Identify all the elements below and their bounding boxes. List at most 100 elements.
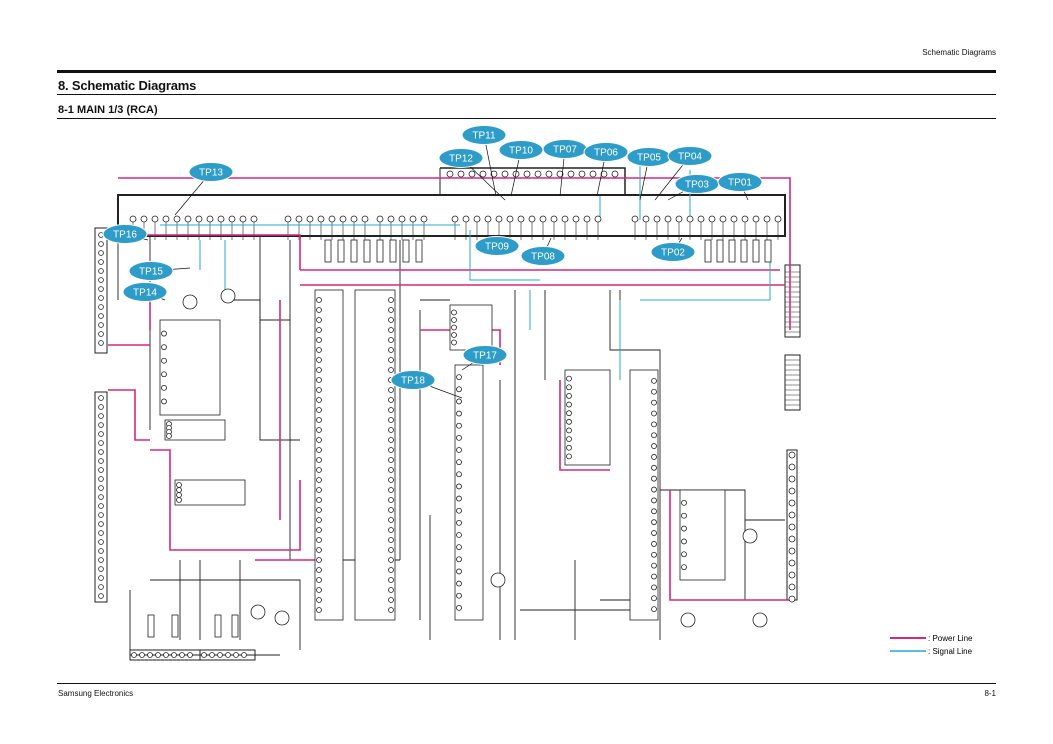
- ic-pin: [566, 410, 572, 417]
- ic-pin: [161, 357, 167, 364]
- ic-pin: [316, 577, 322, 583]
- connector-pin: [328, 215, 336, 223]
- test-point-bubble: [667, 146, 713, 166]
- ic-pin: [456, 471, 462, 478]
- ic-pin: [316, 487, 322, 493]
- ic-pin: [451, 332, 457, 338]
- ic-pin: [388, 327, 394, 333]
- connector-pin: [752, 215, 760, 223]
- ic-pin: [176, 487, 182, 493]
- resistor: [764, 239, 772, 263]
- ic-pin: [388, 587, 394, 593]
- wire-run: [499, 290, 546, 640]
- left-connector-upper: [94, 227, 108, 354]
- connector-pin: [98, 322, 104, 328]
- connector-pin: [171, 652, 177, 658]
- connector-pin: [611, 170, 619, 178]
- ic-pin: [161, 344, 167, 351]
- ic-pin: [681, 538, 687, 545]
- test-point-bubble: [390, 370, 436, 390]
- test-point-tp09: TP09: [474, 236, 520, 256]
- test-point-tp03: TP03: [667, 174, 720, 201]
- connector-pin: [98, 241, 104, 247]
- ic-pin: [388, 407, 394, 413]
- connector-pin: [550, 215, 558, 223]
- transistor: [680, 612, 696, 628]
- connector-pin: [98, 521, 104, 527]
- ic-pin: [388, 607, 394, 613]
- bottom-connector-right: [199, 649, 256, 661]
- test-point-bubble: [122, 282, 168, 302]
- connector-pin: [98, 458, 104, 464]
- test-point-bubble: [650, 242, 696, 262]
- ic-pin: [651, 497, 657, 504]
- connector-pin: [594, 215, 602, 223]
- ic-pin: [388, 547, 394, 553]
- ic-pin: [456, 447, 462, 453]
- ic-pin: [176, 482, 182, 488]
- test-point-label: TP06: [594, 148, 618, 159]
- ic-pin: [566, 393, 572, 399]
- connector-pin: [788, 487, 796, 495]
- right-connector-mid: [784, 354, 801, 411]
- ic-pin: [316, 347, 322, 353]
- test-point-label: TP10: [509, 146, 533, 157]
- test-point-tp17: TP17: [461, 345, 508, 371]
- ic-package: [629, 369, 659, 621]
- ic-package: [454, 364, 484, 621]
- ic-pin: [681, 564, 687, 571]
- connector-pin: [583, 215, 591, 223]
- test-point-tp12: TP12: [438, 148, 506, 201]
- ic-pin: [651, 410, 657, 417]
- connector-pin: [788, 463, 796, 471]
- test-point-tp14: TP14: [122, 282, 168, 302]
- connector-pin: [788, 547, 796, 555]
- connector-pin: [788, 451, 796, 459]
- connector-pin: [788, 571, 796, 579]
- connector-pin: [517, 215, 525, 223]
- wire-run: [179, 560, 241, 640]
- legend-signal-label: : Signal Line: [928, 647, 973, 656]
- ic-package: [159, 319, 221, 416]
- connector-pin: [98, 431, 104, 437]
- transistor: [250, 604, 266, 620]
- ic-pin: [456, 604, 462, 611]
- connector-pin: [179, 652, 185, 658]
- ic-pin: [651, 530, 657, 536]
- connector-pin: [741, 215, 749, 223]
- wire-run: [230, 299, 290, 360]
- connector-pin: [98, 548, 104, 554]
- connector-pin: [98, 250, 104, 256]
- test-point-bubble: [583, 142, 629, 162]
- connector-pin: [233, 652, 239, 658]
- connector-pin: [129, 215, 137, 223]
- ic-pin: [316, 507, 322, 513]
- subsection-title: 8-1 MAIN 1/3 (RCA): [58, 104, 158, 116]
- ic-pin: [316, 437, 322, 443]
- connector-pin: [239, 215, 247, 223]
- ic-pin: [651, 464, 657, 471]
- resistor: [389, 239, 397, 263]
- wire-run: [419, 299, 450, 640]
- connector-pin: [479, 170, 487, 178]
- footer-page-number: 8-1: [984, 689, 996, 698]
- connector-pin: [420, 215, 428, 223]
- test-point-bubble: [461, 125, 507, 145]
- connector-pin: [98, 259, 104, 265]
- connector-pin: [708, 215, 716, 223]
- ic-pin: [456, 398, 462, 405]
- resistor: [415, 239, 423, 263]
- connector-pin: [788, 523, 796, 531]
- top-connector: [440, 167, 626, 195]
- connector-pin: [523, 170, 531, 178]
- connector-pin: [788, 583, 796, 591]
- main-connector-bus: [117, 194, 786, 237]
- ic-pin: [388, 537, 394, 543]
- test-point-label: TP08: [531, 252, 555, 263]
- resistor: [752, 239, 760, 263]
- ic-pin: [316, 367, 322, 373]
- ic-pin: [388, 437, 394, 443]
- ic-package: [679, 489, 726, 581]
- ic-pin: [456, 519, 462, 526]
- ic-pin: [456, 544, 462, 551]
